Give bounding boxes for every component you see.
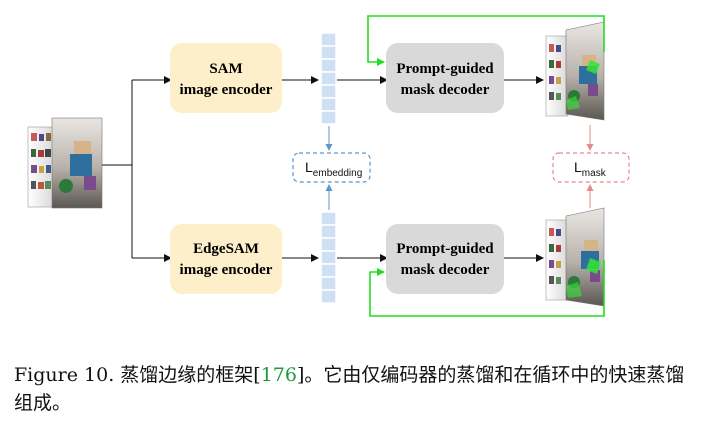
edgesam-embedding-stack (320, 211, 337, 304)
edgesam-encoder-label-2: image encoder (180, 262, 273, 278)
top-prompt-loop-arrow (367, 15, 605, 66)
bottom-decoder-label-2: mask decoder (401, 262, 490, 278)
input-connectors (102, 76, 172, 262)
edgesam-encoder-label-1: EdgeSAM (193, 241, 259, 257)
bottom-mask-decoder: Prompt-guided mask decoder (386, 224, 504, 294)
framework-diagram: SAM image encoder EdgeSAM image encoder … (27, 15, 630, 317)
sam-embedding-stack (320, 32, 337, 125)
figure-caption: Figure 10. 蒸馏边缘的框架[176]。它由仅编码器的蒸馏和在循环中的快… (14, 361, 694, 417)
sam-encoder-label-2: image encoder (180, 82, 273, 98)
mask-loss-subscript: mask (582, 168, 607, 179)
caption-prefix: Figure 10. 蒸馏边缘的框架[ (14, 364, 261, 386)
embedding-loss-symbol: L (305, 159, 313, 175)
embedding-loss: Lembedding (292, 126, 371, 210)
sam-encoder: SAM image encoder (170, 43, 282, 113)
mask-loss: Lmask (552, 125, 630, 208)
caption-suffix: ]。它由仅编码器的蒸馏和在循环中的快速蒸馏组成。 (14, 364, 685, 414)
edgesam-encoder: EdgeSAM image encoder (170, 224, 282, 294)
embedding-loss-subscript: embedding (313, 168, 362, 179)
top-mask-decoder: Prompt-guided mask decoder (386, 43, 504, 113)
input-image (27, 117, 103, 209)
mask-loss-symbol: L (574, 159, 582, 175)
bottom-decoder-label-1: Prompt-guided (396, 241, 494, 257)
caption-reference-link[interactable]: 176 (260, 364, 297, 386)
sam-encoder-label-1: SAM (209, 61, 242, 77)
bottom-output-mask-image (545, 207, 605, 307)
svg-text:Lmask: Lmask (574, 159, 607, 179)
top-decoder-label-1: Prompt-guided (396, 61, 494, 77)
svg-text:Lembedding: Lembedding (305, 159, 362, 179)
top-decoder-label-2: mask decoder (401, 82, 490, 98)
top-output-mask-image (545, 21, 605, 121)
bottom-prompt-loop-arrow (369, 260, 605, 317)
